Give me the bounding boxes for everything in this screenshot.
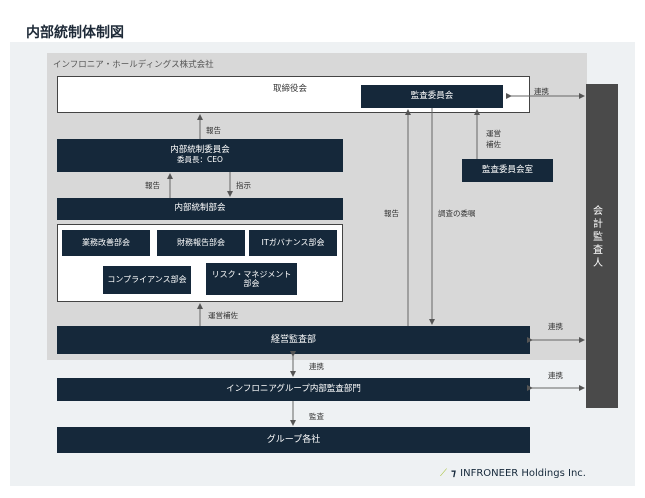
board-label: 取締役会 <box>272 84 307 94</box>
label-coop-1: 連携 <box>534 87 549 96</box>
label-coop-4: 連携 <box>309 362 324 371</box>
sub-finance-box: 財務報告部会 <box>157 230 245 256</box>
logo-mark-secondary-icon: ⁊ <box>451 468 457 479</box>
ic-committee-label: 内部統制委員会 <box>170 145 230 156</box>
label-coop-3: 連携 <box>548 371 563 380</box>
ic-committee-box: 内部統制委員会 委員長：CEO <box>57 139 343 172</box>
label-coop-2: 連携 <box>548 322 563 331</box>
group-audit-box: インフロニアグループ内部監査部門 <box>57 378 530 401</box>
accounting-auditor-label: 会計監査人 <box>593 206 603 269</box>
sub-it-box: ITガバナンス部会 <box>249 230 337 256</box>
page-title: 内部統制体制図 <box>26 25 124 41</box>
label-support-2: 運営補佐 <box>208 311 238 320</box>
label-report-2: 報告 <box>145 181 160 190</box>
ic-committee-chair: 委員長：CEO <box>177 155 223 165</box>
audit-committee-office-box: 監査委員会室 <box>462 159 553 182</box>
label-report-1: 報告 <box>206 126 221 135</box>
sub-risk-box: リスク・マネジメント 部会 <box>206 263 297 295</box>
sub-compliance-box: コンプライアンス部会 <box>103 266 191 294</box>
sub-business-box: 業務改善部会 <box>62 230 150 256</box>
company-label: インフロニア・ホールディングス株式会社 <box>53 60 214 70</box>
company-logo: ⟋ ⁊ INFRONEER Holdings Inc. <box>440 468 586 479</box>
accounting-auditor-box <box>586 84 618 408</box>
internal-audit-box: 経営監査部 <box>57 326 530 354</box>
label-audit: 監査 <box>309 412 324 421</box>
label-report-3: 報告 <box>384 209 399 218</box>
logo-mark-icon: ⟋ <box>440 468 447 479</box>
label-investigation: 調査の委嘱 <box>438 209 476 218</box>
logo-text: INFRONEER Holdings Inc. <box>460 468 586 479</box>
label-support-1: 運営 補佐 <box>486 129 501 149</box>
label-instruct: 指示 <box>236 181 251 190</box>
ic-subcommittee-box: 内部統制部会 <box>57 198 343 220</box>
audit-committee-box: 監査委員会 <box>361 85 503 108</box>
group-companies-box: グループ各社 <box>57 427 530 453</box>
